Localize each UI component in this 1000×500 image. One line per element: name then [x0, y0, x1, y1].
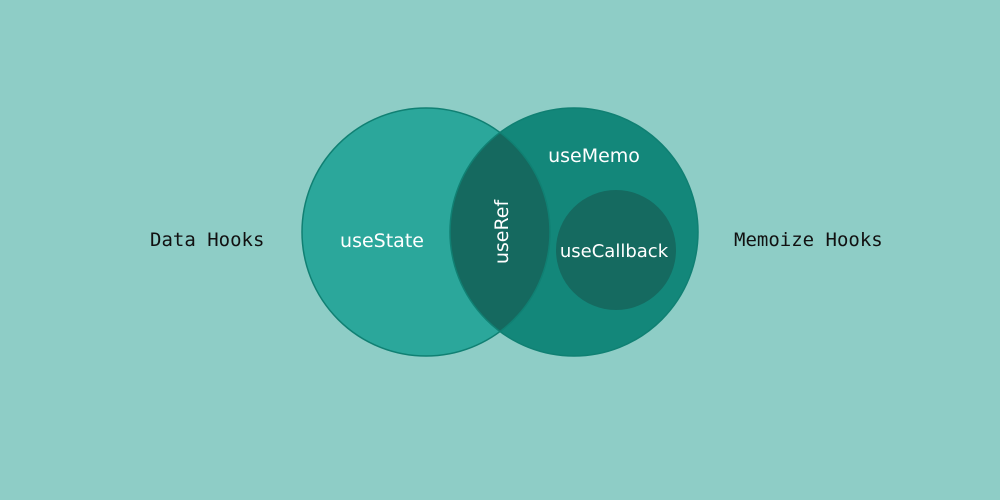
- memoize-hooks-label: Memoize Hooks: [734, 229, 883, 251]
- data-hooks-circle-outline: [301, 107, 551, 357]
- data-hooks-label: Data Hooks: [150, 229, 265, 251]
- usememo-label: useMemo: [548, 145, 640, 167]
- usecallback-circle: [556, 190, 676, 310]
- useref-label: useRef: [491, 199, 513, 265]
- memoize-hooks-circle-outline: [449, 107, 699, 357]
- usestate-label: useState: [340, 230, 424, 252]
- overlap-region: [450, 108, 550, 356]
- usecallback-label: useCallback: [560, 241, 669, 262]
